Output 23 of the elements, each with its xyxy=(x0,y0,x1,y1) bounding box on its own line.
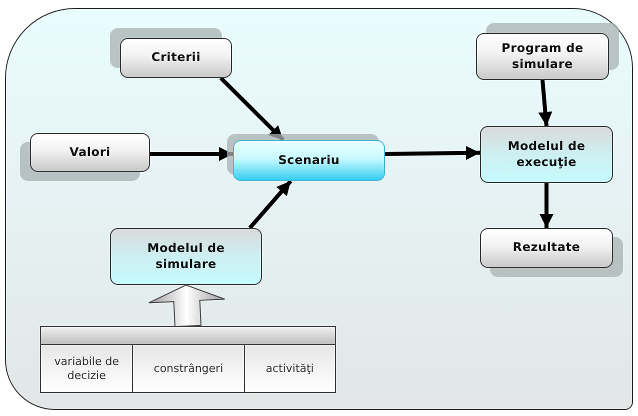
box-label: Program de simulare xyxy=(500,40,584,72)
box-label: Valori xyxy=(70,144,110,160)
arrow xyxy=(384,146,480,160)
box-label: Criterii xyxy=(151,50,201,66)
arrow xyxy=(248,180,292,230)
box-label: Modelul de execuţie xyxy=(506,138,586,170)
process-box xyxy=(30,133,150,172)
process-box xyxy=(120,38,232,78)
table-cell: constrângeri xyxy=(132,345,244,392)
arrow xyxy=(538,80,552,126)
process-box xyxy=(476,33,609,80)
table-cell: activităţi xyxy=(244,345,335,392)
highlighted-box xyxy=(233,140,385,181)
block-arrow xyxy=(148,284,226,328)
data-table xyxy=(40,326,336,393)
process-box xyxy=(110,228,262,285)
table-cell: variabile de decizie xyxy=(41,345,132,392)
box-label: Rezultate xyxy=(512,240,580,256)
box-label: Scenariu xyxy=(278,152,340,168)
process-box xyxy=(480,126,613,183)
box-label: Modelul de simulare xyxy=(146,240,226,272)
process-box xyxy=(480,228,613,268)
arrow xyxy=(540,183,554,228)
